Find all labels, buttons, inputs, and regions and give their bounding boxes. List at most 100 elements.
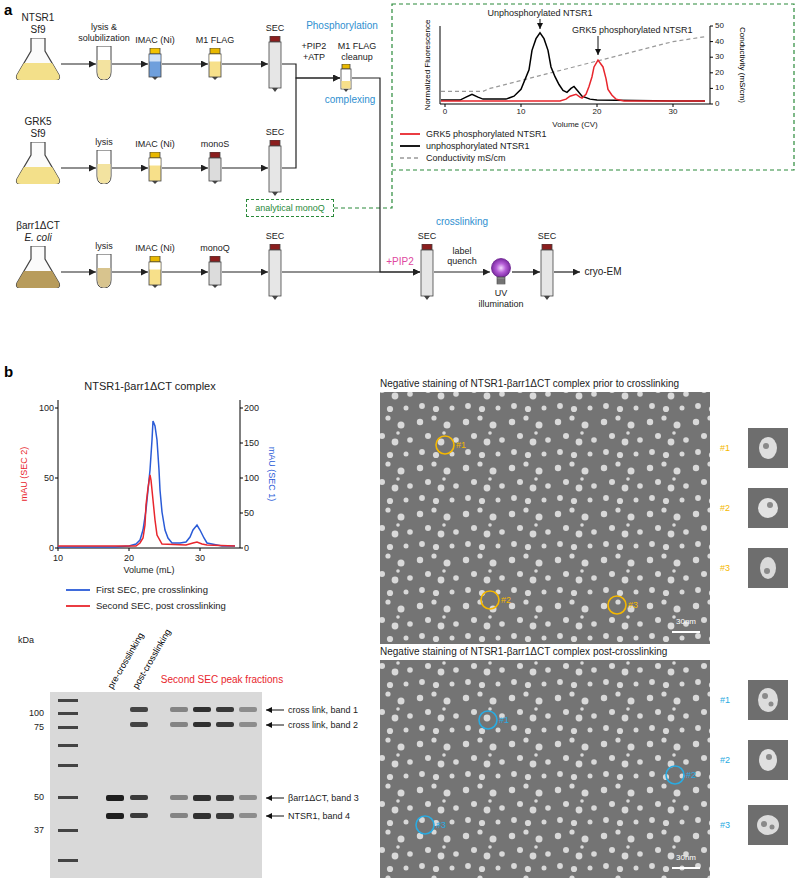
column-icon — [149, 48, 161, 80]
arrow-connector — [282, 64, 340, 78]
tube-step: lysis & solubilization — [96, 46, 112, 80]
figure-label: b — [4, 363, 13, 380]
node-label: NTSR1 — [6, 12, 70, 24]
arrow-connector — [61, 63, 96, 64]
figure-label: 30 — [715, 53, 724, 62]
figure-label: 150 — [244, 438, 259, 448]
axis-ticks — [55, 408, 243, 551]
column-step: IMAC (Ni) — [148, 152, 162, 184]
node-label: SEC — [258, 231, 292, 242]
cleanup-step: Phosphorylation+PIP2 +ATPM1 FLAG cleanup — [340, 64, 352, 92]
label-stack: SEC — [258, 231, 292, 242]
figure-label: 50 — [34, 792, 44, 802]
arrow-connector — [112, 167, 148, 168]
scale-bar — [672, 631, 700, 633]
node-label: Sf9 — [6, 128, 70, 140]
figure-label: 0 — [715, 99, 719, 108]
figure-label: #2 — [686, 770, 696, 780]
figure-label: 30nm — [676, 853, 696, 862]
figure-label: 200 — [244, 403, 259, 413]
tube-step: lysis — [96, 254, 112, 288]
column-step: monoQ — [208, 256, 222, 288]
figure-label: 40 — [715, 37, 724, 46]
edge-label: +PIP2 — [385, 256, 415, 268]
node-label: IMAC (Ni) — [130, 139, 180, 150]
column-icon — [149, 256, 161, 288]
column-step: IMAC (Ni) — [148, 256, 162, 288]
label-stack: monoQ — [190, 243, 240, 254]
sec-column-icon — [269, 140, 281, 196]
figure-label: #3 — [720, 563, 730, 573]
figure-label: 20 — [593, 107, 602, 116]
legend-line — [66, 605, 90, 607]
figure-label: NTSR1, band 4 — [288, 811, 350, 821]
conductivity-curve — [441, 37, 705, 92]
node-label: Sf9 — [6, 24, 70, 36]
figure-label: #3 — [720, 820, 730, 830]
node-label: +PIP2 +ATP — [297, 41, 331, 63]
node-label: E. coli — [6, 232, 70, 244]
band-pointers — [266, 710, 284, 816]
figure-label: cross link, band 1 — [288, 705, 358, 715]
uv-bulb-icon — [492, 259, 511, 285]
figure-label: 10 — [715, 84, 724, 93]
label-stack: βarr1ΔCTE. coli — [6, 220, 70, 244]
inset-curves — [441, 33, 705, 101]
figure-label: Second SEC peak fractions — [161, 674, 283, 686]
arrow-connector — [162, 167, 208, 168]
particle-circles — [416, 711, 684, 834]
figure-label: #1 — [720, 695, 730, 705]
figure-label: 20 — [715, 68, 724, 77]
flask-icon — [17, 38, 60, 80]
legend-line — [400, 145, 420, 147]
label-stack: SEC — [258, 23, 292, 34]
label-stack: UV illumination — [476, 288, 526, 310]
column-step: monoS — [208, 152, 222, 184]
tube-icon — [97, 46, 111, 80]
figure-label: 100 — [39, 403, 54, 413]
arrow-connector — [112, 271, 148, 272]
sec-step: SEC — [268, 244, 282, 300]
figure-label: GRK5 phosphorylated NTSR1 — [572, 25, 693, 35]
tube-icon — [97, 150, 111, 184]
figure-label: 75 — [34, 722, 44, 732]
figure-label: #3 — [436, 820, 446, 830]
label-stack: IMAC (Ni) — [130, 243, 180, 254]
arrow-connector — [434, 271, 490, 272]
figure-label: #2 — [501, 595, 511, 605]
figure-label: 0 — [244, 543, 249, 553]
legend-text: Second SEC, post crosslinking — [96, 601, 226, 612]
output-step: cryo-EM — [580, 264, 626, 280]
figure-label: NTSR1-βarr1ΔCT complex — [84, 380, 215, 393]
node-label: βarr1ΔCT — [6, 220, 70, 232]
sec-column-icon — [269, 244, 281, 300]
node-label: crosslinking — [436, 216, 488, 228]
label-stack: IMAC (Ni) — [130, 35, 180, 46]
arrow-connector — [222, 167, 268, 168]
legend-line — [400, 133, 420, 135]
node-label: cryo-EM — [584, 266, 621, 278]
label-stack: IMAC (Ni) — [130, 139, 180, 150]
particle-crops — [748, 428, 788, 845]
column-icon — [209, 152, 221, 184]
unphosphorylated-curve — [441, 33, 705, 101]
sec-step: SECcrosslinking — [420, 244, 434, 300]
figure-label: 50 — [244, 508, 254, 518]
node-label: SEC — [418, 231, 437, 242]
figure-label: Negative staining of NTSR1-βarr1ΔCT comp… — [380, 378, 679, 390]
node-label: monoQ — [190, 243, 240, 254]
arrow-connector — [352, 78, 420, 272]
label-stack: SEC — [530, 231, 564, 242]
flask-icon — [17, 142, 60, 184]
figure-label: #2 — [720, 755, 730, 765]
uv-step: UV illumination — [490, 258, 512, 286]
gel-image — [50, 692, 262, 878]
legend-text: GRK5 phosphorylated NTSR1 — [426, 129, 547, 139]
inset-frame — [392, 4, 794, 170]
figure-label: mAU (SEC 1) — [267, 447, 277, 502]
node-label: Phosphorylation — [306, 20, 378, 32]
peak-arrow — [598, 36, 599, 55]
label-stack: lysis — [71, 137, 137, 148]
